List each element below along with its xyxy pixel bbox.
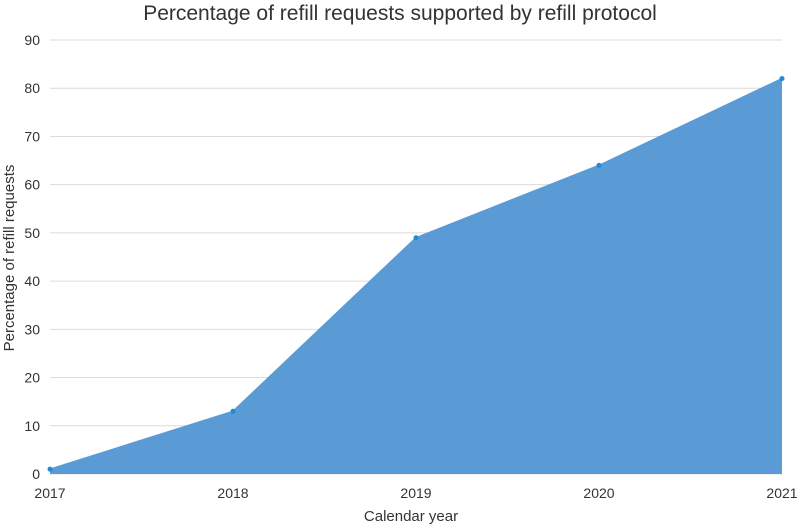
x-tick-label: 2018: [217, 485, 248, 501]
x-tick-label: 2019: [400, 485, 431, 501]
y-axis-label: Percentage of refill requests: [1, 165, 18, 352]
x-axis-label: Calendar year: [364, 508, 458, 525]
data-point-2019: [413, 235, 419, 241]
area-series: [47, 76, 785, 475]
y-tick-label: 90: [24, 32, 40, 48]
y-tick-label: 50: [24, 225, 40, 241]
area-fill: [50, 78, 782, 475]
y-tick-label: 60: [24, 177, 40, 193]
y-tick-label: 70: [24, 128, 40, 144]
x-tick-label: 2017: [34, 485, 65, 501]
y-tick-label: 40: [24, 273, 40, 289]
x-tick-label: 2020: [583, 485, 614, 501]
y-tick-label: 10: [24, 418, 40, 434]
y-axis-ticks: 0 10 20 30 40 50 60 70 80 90: [24, 32, 40, 482]
x-tick-label: 2021: [766, 485, 797, 501]
data-point-2021: [779, 76, 785, 82]
chart-title: Percentage of refill requests supported …: [143, 2, 657, 25]
y-tick-label: 20: [24, 370, 40, 386]
y-tick-label: 0: [32, 466, 40, 482]
data-point-2017: [47, 466, 53, 472]
data-point-2018: [230, 408, 236, 414]
data-point-2020: [596, 162, 602, 168]
x-axis-ticks: 2017 2018 2019 2020 2021: [34, 485, 797, 501]
y-tick-label: 80: [24, 80, 40, 96]
y-tick-label: 30: [24, 321, 40, 337]
